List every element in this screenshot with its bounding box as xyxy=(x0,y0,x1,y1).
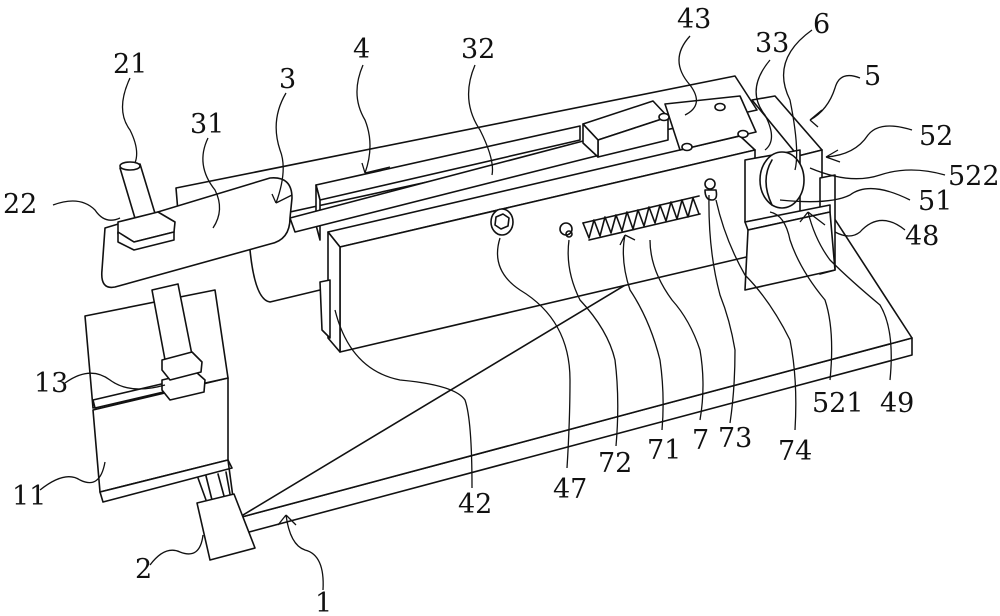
label-522: 522 xyxy=(948,161,1000,192)
label-51: 51 xyxy=(918,186,952,217)
label-5: 5 xyxy=(864,61,881,92)
label-52: 52 xyxy=(919,121,953,152)
label-42: 42 xyxy=(458,489,492,520)
wheel-6 xyxy=(759,151,805,209)
reference-labels: 21 31 3 4 32 43 33 6 5 52 522 51 48 22 1… xyxy=(3,4,1000,616)
label-3: 3 xyxy=(279,64,296,95)
bolt-47 xyxy=(490,208,514,236)
label-31: 31 xyxy=(190,109,224,140)
label-33: 33 xyxy=(755,28,789,59)
label-6: 6 xyxy=(813,9,830,40)
leader-lines xyxy=(39,29,946,591)
clamp-arm-3 xyxy=(100,177,321,303)
label-47: 47 xyxy=(553,474,587,505)
spring-71 xyxy=(559,178,718,241)
label-521: 521 xyxy=(812,388,864,419)
top-block xyxy=(582,100,669,158)
clamp-plate-11 xyxy=(92,377,239,536)
label-11: 11 xyxy=(12,481,46,512)
motor-2 xyxy=(196,471,256,561)
label-74: 74 xyxy=(778,436,812,467)
top-screws xyxy=(658,102,749,152)
label-7: 7 xyxy=(692,425,709,456)
base-plate xyxy=(237,200,913,536)
label-1: 1 xyxy=(315,588,332,616)
label-13: 13 xyxy=(34,368,68,399)
label-21: 21 xyxy=(113,49,147,80)
label-72: 72 xyxy=(598,448,632,479)
screw-rod-21 xyxy=(117,161,206,401)
label-71: 71 xyxy=(647,435,681,466)
label-2: 2 xyxy=(135,554,152,585)
label-4: 4 xyxy=(353,34,370,65)
label-73: 73 xyxy=(718,423,752,454)
label-43: 43 xyxy=(677,4,711,35)
label-48: 48 xyxy=(905,221,939,252)
label-22: 22 xyxy=(3,189,37,220)
label-49: 49 xyxy=(880,388,914,419)
label-32: 32 xyxy=(461,34,495,65)
